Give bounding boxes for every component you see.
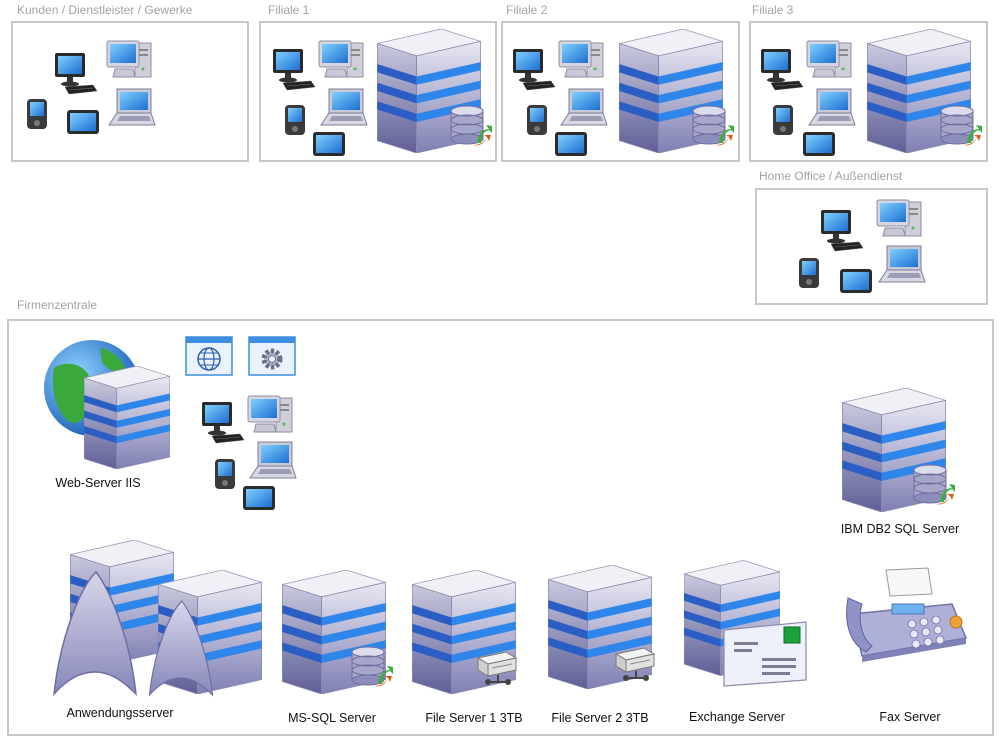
database-icon xyxy=(912,462,956,506)
pc-icon xyxy=(196,400,246,446)
laptop-icon xyxy=(877,244,927,286)
mssql-server-label: MS-SQL Server xyxy=(288,711,376,725)
tablet-icon xyxy=(312,131,346,157)
group-title-zentrale: Firmenzentrale xyxy=(17,298,98,312)
workstation-icon xyxy=(557,39,607,85)
laptop-icon xyxy=(319,87,369,129)
fin-icon xyxy=(136,598,226,698)
app-server-label: Anwendungsserver xyxy=(66,706,174,720)
mail-icon xyxy=(720,618,810,688)
settings-app-icon xyxy=(248,336,296,376)
tablet-icon xyxy=(242,485,276,511)
database-icon xyxy=(449,103,493,147)
group-box-filiale2 xyxy=(501,21,740,162)
group-box-homeoffice xyxy=(755,188,988,305)
pda-icon xyxy=(283,103,307,137)
nas-icon xyxy=(474,644,518,688)
tablet-icon xyxy=(839,268,873,294)
pc-icon xyxy=(507,47,557,93)
database-icon xyxy=(691,103,735,147)
pc-icon xyxy=(267,47,317,93)
web-server-icon xyxy=(84,366,170,469)
file-server-2-label: File Server 2 3TB xyxy=(551,711,649,725)
group-title-filiale1: Filiale 1 xyxy=(268,3,310,17)
pda-icon xyxy=(797,256,821,290)
workstation-icon xyxy=(317,39,367,85)
database-icon xyxy=(939,103,983,147)
tablet-icon xyxy=(802,131,836,157)
browser-app-icon xyxy=(185,336,233,376)
workstation-icon xyxy=(875,198,925,244)
pda-icon xyxy=(525,103,549,137)
group-title-filiale3: Filiale 3 xyxy=(752,3,794,17)
workstation-icon xyxy=(246,394,296,440)
pda-icon xyxy=(25,97,49,131)
group-title-filiale2: Filiale 2 xyxy=(506,3,548,17)
group-box-kunden xyxy=(11,21,249,162)
exchange-server-label: Exchange Server xyxy=(689,710,785,724)
pda-icon xyxy=(771,103,795,137)
laptop-icon xyxy=(559,87,609,129)
fin-icon xyxy=(50,568,140,698)
group-box-filiale1 xyxy=(259,21,497,162)
web-server-label: Web-Server IIS xyxy=(55,476,141,490)
pc-icon xyxy=(815,208,865,254)
db2-server-label: IBM DB2 SQL Server xyxy=(840,522,960,536)
database-icon xyxy=(350,644,394,688)
pc-icon xyxy=(755,47,805,93)
fax-icon xyxy=(842,564,972,664)
group-box-filiale3 xyxy=(749,21,988,162)
workstation-icon xyxy=(805,39,855,85)
laptop-icon xyxy=(107,87,157,129)
workstation-icon xyxy=(105,39,155,85)
laptop-icon xyxy=(248,440,298,482)
pc-icon xyxy=(49,51,99,97)
laptop-icon xyxy=(807,87,857,129)
tablet-icon xyxy=(554,131,588,157)
fax-server-label: Fax Server xyxy=(879,710,941,724)
file-server-1-label: File Server 1 3TB xyxy=(425,711,523,725)
tablet-icon xyxy=(66,109,100,135)
nas-icon xyxy=(612,640,656,684)
group-title-homeoffice: Home Office / Außendienst xyxy=(759,169,903,183)
pda-icon xyxy=(213,457,237,491)
group-title-kunden: Kunden / Dienstleister / Gewerke xyxy=(17,3,193,17)
